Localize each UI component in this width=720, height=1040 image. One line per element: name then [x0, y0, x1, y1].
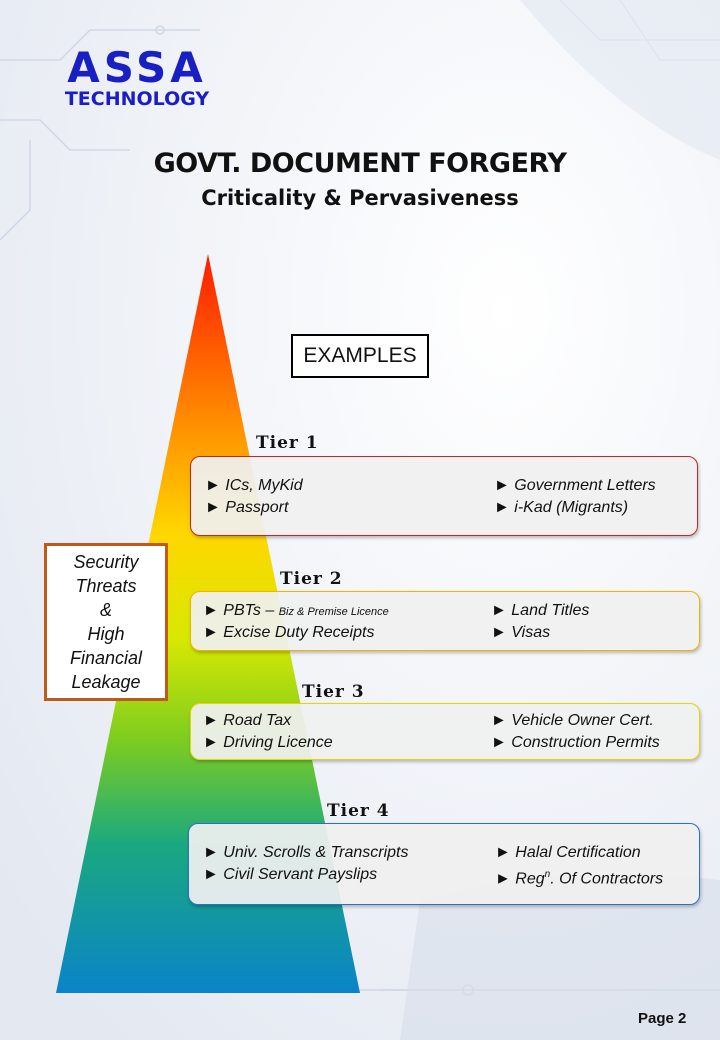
- side-box-line: &: [99, 600, 112, 620]
- reg-text: ► Reg: [495, 870, 545, 888]
- tier-4-item: ► Civil Servant Payslips: [203, 866, 378, 883]
- tier-4-box: ► Univ. Scrolls & Transcripts ► Civil Se…: [188, 823, 700, 905]
- tier-2-item: ► Excise Duty Receipts: [203, 624, 375, 641]
- tier-1-item: ► Government Letters: [494, 477, 656, 494]
- tier-2-box: ► PBTs – Biz & Premise Licence ► Excise …: [190, 591, 700, 651]
- tier-3-label: Tier 3: [302, 682, 365, 702]
- side-box-line: Security: [73, 552, 139, 572]
- tier-3-item: ► Driving Licence: [203, 734, 333, 751]
- tier-3-item: ► Vehicle Owner Cert.: [491, 712, 654, 729]
- tier-4-item: ► Regn. Of Contractors: [495, 864, 663, 890]
- tier-3-item: ► Road Tax: [203, 712, 292, 729]
- page-subtitle: Criticality & Pervasiveness: [201, 186, 519, 210]
- side-box-line: Leakage: [71, 672, 141, 692]
- tier-1-item: ► ICs, MyKid: [205, 477, 303, 494]
- side-box-line: Threats: [75, 576, 137, 596]
- tier-2-label: Tier 2: [280, 569, 343, 589]
- tier-1-item: ► Passport: [205, 499, 289, 516]
- tier-2-item: ► Visas: [491, 624, 551, 641]
- tier-4-item: ► Halal Certification: [495, 844, 641, 861]
- examples-label: EXAMPLES: [291, 334, 429, 378]
- tier-4-label: Tier 4: [327, 801, 390, 821]
- pbts-small-text: Biz & Premise Licence: [278, 606, 389, 618]
- logo-text-technology: TECHNOLOGY: [64, 88, 210, 110]
- reg-superscript: n: [544, 869, 551, 880]
- security-threats-box: Security Threats & High Financial Leakag…: [44, 543, 168, 701]
- page-title: GOVT. DOCUMENT FORGERY: [153, 148, 567, 179]
- tier-3-item: ► Construction Permits: [491, 734, 660, 751]
- tier-1-box: ► ICs, MyKid ► Passport ► Government Let…: [190, 456, 698, 536]
- page-number: Page 2: [638, 1010, 687, 1027]
- logo-text-assa: ASSA: [67, 43, 207, 92]
- side-box-line: Financial: [69, 648, 143, 668]
- reg-text-rest: . Of Contractors: [550, 870, 664, 888]
- tier-1-item: ► i-Kad (Migrants): [494, 499, 629, 516]
- tier-1-label: Tier 1: [256, 433, 319, 453]
- assa-technology-logo: ASSA TECHNOLOGY: [54, 43, 220, 110]
- side-box-line: High: [87, 624, 125, 644]
- tier-4-item: ► Univ. Scrolls & Transcripts: [203, 844, 409, 861]
- tier-2-item: ► PBTs – Biz & Premise Licence: [203, 600, 389, 623]
- tier-2-item: ► Land Titles: [491, 602, 590, 619]
- tier-3-box: ► Road Tax ► Driving Licence ► Vehicle O…: [190, 703, 700, 760]
- pbts-text: ► PBTs –: [203, 602, 279, 619]
